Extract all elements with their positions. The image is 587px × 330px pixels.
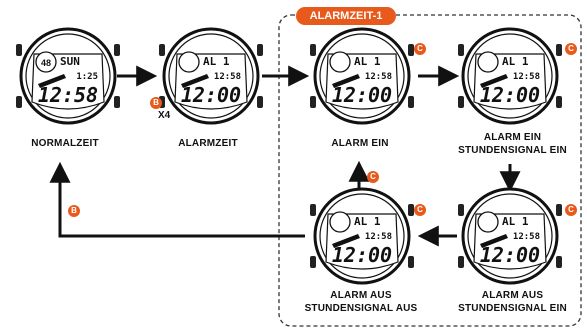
button-c-badge-signal-ein: C — [565, 43, 577, 55]
caption-alarm-aus-signal-ein-line1: ALARM AUS — [481, 290, 544, 301]
button-c-badge-up: C — [367, 171, 379, 183]
watch-side-button-right-bottom — [556, 96, 562, 108]
watch-graphic-bars — [332, 234, 360, 248]
caption-alarm-aus-signal-aus-line2: STUNDENSIGNAL AUS — [304, 303, 418, 314]
watch-side-button-right-bottom — [408, 256, 414, 268]
watch-subdial — [35, 51, 57, 73]
watch-graphic-bars — [480, 234, 508, 248]
watch-graphic-bars — [38, 74, 66, 88]
caption-alarm-aus-signal-aus-line1: ALARM AUS — [330, 290, 392, 301]
watch-side-button-left-bottom — [458, 96, 464, 108]
watch-side-button-left-top — [310, 204, 316, 216]
watch-sub-time: 12:58 — [513, 232, 540, 242]
watch-top-text: AL 1 — [203, 55, 230, 68]
watch-top-text: SUN — [60, 55, 80, 68]
watch-side-button-right-top — [556, 204, 562, 216]
watch-side-button-right-top — [114, 44, 120, 56]
caption-alarm-ein-signal-ein: ALARM EIN STUNDENSIGNAL EIN — [445, 131, 580, 157]
button-c-badge-alarm-aus-signal-ein: C — [565, 204, 577, 216]
watch-main-time: 12:00 — [332, 83, 392, 107]
watch-side-button-left-bottom — [16, 96, 22, 108]
repeat-label: X4 — [158, 110, 171, 121]
watch-top-text: AL 1 — [354, 55, 381, 68]
caption-normalzeit-line1: NORMALZEIT — [31, 138, 99, 149]
watch-top-text: AL 1 — [354, 215, 381, 228]
watch-side-button-right-bottom — [556, 256, 562, 268]
watch-side-button-left-top — [458, 44, 464, 56]
watch-subdial — [178, 51, 200, 73]
watch-side-button-right-bottom — [114, 96, 120, 108]
watch-top-text: AL 1 — [502, 215, 529, 228]
watch-sub-time: 12:58 — [365, 232, 392, 242]
watch-subdial — [477, 51, 499, 73]
arrow-return-to-normalzeit — [49, 161, 305, 238]
watch-side-button-left-bottom — [458, 256, 464, 268]
button-c-badge-alarm-aus-signal-aus: C — [414, 204, 426, 216]
caption-alarm-aus-signal-ein-line2: STUNDENSIGNAL EIN — [458, 303, 567, 314]
button-c-badge-alarm-ein: C — [414, 43, 426, 55]
watch-main-time: 12:00 — [480, 83, 540, 107]
watch-sub-time: 1:25 — [76, 72, 98, 82]
watch-side-button-left-top — [159, 44, 165, 56]
watch-main-time: 12:00 — [332, 243, 392, 267]
watch-sub-time: 12:58 — [365, 72, 392, 82]
caption-alarm-ein-signal-ein-line1: ALARM EIN — [483, 132, 542, 143]
button-b-badge-alarmzeit: B — [150, 97, 162, 109]
caption-alarm-ein-signal-ein-line2: STUNDENSIGNAL EIN — [458, 145, 567, 156]
watch-top-text: AL 1 — [502, 55, 529, 68]
watch-main-time: 12:58 — [38, 83, 98, 107]
watch-subdial-value: 48 — [41, 58, 51, 68]
watch-side-button-right-bottom — [408, 96, 414, 108]
watch-side-button-right-top — [257, 44, 263, 56]
watch-side-button-right-top — [408, 44, 414, 56]
caption-alarmzeit: ALARMZEIT — [163, 137, 253, 150]
caption-alarmzeit-line1: ALARMZEIT — [178, 138, 238, 149]
caption-alarm-aus-signal-aus: ALARM AUS STUNDENSIGNAL AUS — [292, 289, 430, 315]
watch-side-button-left-top — [16, 44, 22, 56]
watch-main-time: 12:00 — [181, 83, 241, 107]
watch-side-button-right-top — [408, 204, 414, 216]
watch-side-button-left-top — [310, 44, 316, 56]
watch-side-button-right-bottom — [257, 96, 263, 108]
watch-side-button-left-top — [458, 204, 464, 216]
group-title: ALARMZEIT-1 — [296, 7, 396, 25]
watch-subdial — [329, 211, 351, 233]
caption-alarm-ein: ALARM EIN — [315, 137, 405, 150]
watch-side-button-left-bottom — [310, 256, 316, 268]
watch-side-button-right-top — [556, 44, 562, 56]
watch-graphic-bars — [480, 74, 508, 88]
caption-normalzeit: NORMALZEIT — [20, 137, 110, 150]
watch-sub-time: 12:58 — [214, 72, 241, 82]
caption-alarm-ein-line1: ALARM EIN — [331, 138, 389, 149]
watch-sub-time: 12:58 — [513, 72, 540, 82]
watch-subdial — [477, 211, 499, 233]
watch-side-button-left-bottom — [310, 96, 316, 108]
watch-graphic-bars — [332, 74, 360, 88]
watch-graphic-bars — [181, 74, 209, 88]
watch-main-time: 12:00 — [480, 243, 540, 267]
button-b-badge-return: B — [68, 205, 80, 217]
watch-subdial — [329, 51, 351, 73]
caption-alarm-aus-signal-ein: ALARM AUS STUNDENSIGNAL EIN — [445, 289, 580, 315]
